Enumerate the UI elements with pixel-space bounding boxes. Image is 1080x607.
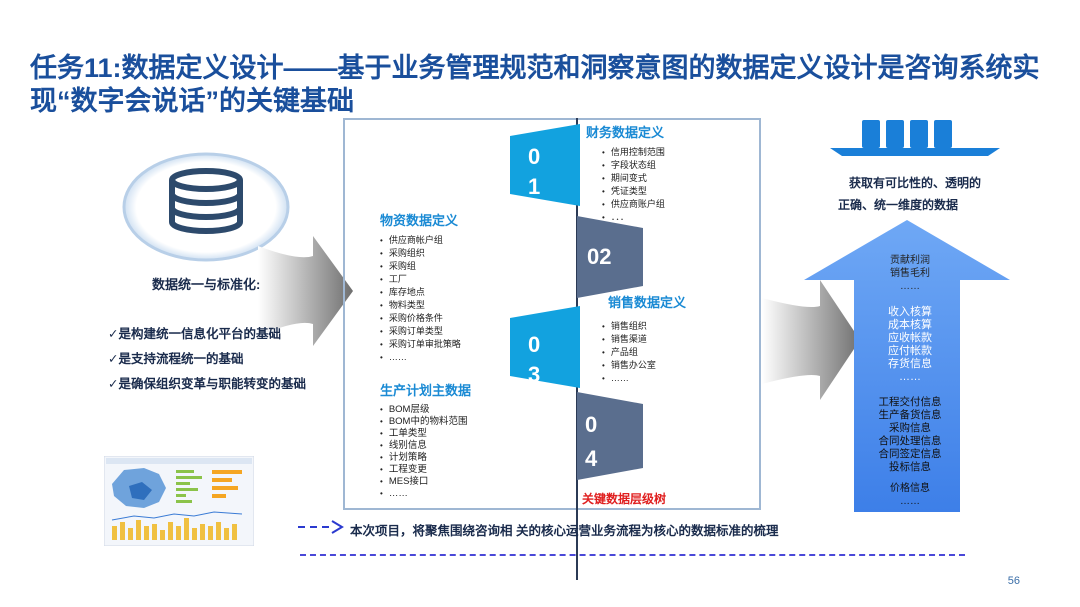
tag-04: 0 4 [577, 392, 643, 480]
list-item: 采购组 [380, 260, 461, 273]
list-item: 销售组织 [602, 320, 656, 333]
check-item: ✓是构建统一信息化平台的基础 [108, 327, 281, 341]
list-item: 线别信息 [380, 440, 467, 452]
tag-03-digit-b: 3 [528, 362, 540, 387]
list-item: 销售渠道 [602, 333, 656, 346]
server-icon [830, 120, 1000, 156]
list-item: 字段状态组 [602, 159, 665, 172]
tag-02-digits: 02 [587, 244, 611, 269]
check-item: ✓是支持流程统一的基础 [108, 352, 244, 366]
list-item: 销售办公室 [602, 359, 656, 372]
group-item: 采购信息 [889, 422, 931, 434]
list-item: 供应商帐户组 [380, 234, 461, 247]
group-item: …… [900, 496, 920, 507]
list-item: 采购价格条件 [380, 312, 461, 325]
check-list: ✓是构建统一信息化平台的基础 ✓是支持流程统一的基础 ✓是确保组织变革与职能转变… [108, 322, 306, 397]
right-group-2: 收入核算 成本核算 应收帐款 应付帐款 存货信息 …… [862, 306, 958, 384]
bottom-dashed-line [300, 554, 965, 556]
list-item: ．．． [602, 211, 665, 224]
page-title: 任务11:数据定义设计——基于业务管理规范和洞察意图的数据定义设计是咨询系统实现… [30, 53, 1040, 116]
group-item: 合同处理信息 [878, 435, 942, 447]
list-item: 供应商账户组 [602, 198, 665, 211]
list-item: 工厂 [380, 273, 461, 286]
list-item: 产品组 [602, 346, 656, 359]
group-item: 应收帐款 [888, 332, 932, 344]
tag-03-digit-a: 0 [528, 332, 540, 357]
list-item: 凭证类型 [602, 185, 665, 198]
left-arrow-icon [258, 236, 353, 346]
group-item: 生产备货信息 [878, 409, 942, 421]
list-item: BOM层级 [380, 404, 467, 416]
right-arrow-icon [762, 280, 860, 400]
sales-list: 销售组织 销售渠道 产品组 销售办公室 …… [602, 320, 656, 385]
list-item: 工程变更 [380, 464, 467, 476]
right-line-2: 正确、统一维度的数据 [837, 198, 958, 212]
list-item: BOM中的物料范围 [380, 416, 468, 428]
group-item: 销售毛利 [890, 268, 930, 279]
group-item: 成本核算 [888, 319, 932, 331]
section-title-production: 生产计划主数据 [380, 383, 472, 398]
list-item: 物料类型 [380, 299, 461, 312]
tag-04-digit-a: 0 [585, 412, 597, 437]
tag-02: 02 [577, 216, 643, 298]
group-item: 价格信息 [890, 483, 930, 494]
left-heading: 数据统一与标准化: [152, 277, 261, 292]
section-title-sales: 销售数据定义 [608, 295, 687, 310]
list-item: 信用控制范围 [602, 146, 665, 159]
list-item: 采购订单审批策略 [380, 338, 461, 351]
list-item: 库存地点 [380, 286, 461, 299]
group-item: …… [900, 281, 920, 292]
bottom-arrow-icon [298, 520, 344, 534]
production-list: BOM层级 BOM中的物料范围 工单类型 线别信息 计划策略 工程变更 MES接… [380, 404, 468, 500]
list-item: …… [602, 372, 656, 385]
up-arrow-icon [804, 220, 1010, 512]
list-item: 期间变式 [602, 172, 665, 185]
section-title-finance: 财务数据定义 [586, 125, 665, 140]
section-title-materials: 物资数据定义 [380, 213, 459, 228]
bottom-text: 本次项目，将聚焦围绕咨询相 关的核心运营业务流程为核心的数据标准的梳理 [350, 524, 779, 538]
tag-04-digit-b: 4 [585, 446, 598, 471]
page-number: 56 [1007, 575, 1020, 587]
list-item: 采购订单类型 [380, 325, 461, 338]
group-item: 贡献利润 [890, 255, 930, 266]
group-item: 收入核算 [888, 306, 932, 318]
group-item: 应付帐款 [888, 345, 932, 357]
list-item: 工单类型 [380, 428, 467, 440]
right-group-4: 价格信息 …… [862, 482, 958, 508]
group-item: 投标信息 [889, 461, 931, 473]
list-item: 计划策略 [380, 452, 467, 464]
list-item: MES接口 [380, 476, 467, 488]
group-item: 存货信息 [888, 358, 932, 370]
check-item: ✓是确保组织变革与职能转变的基础 [108, 377, 306, 391]
group-item: 合同签定信息 [878, 448, 942, 460]
group-item: 工程交付信息 [878, 396, 942, 408]
tag-03: 0 3 [510, 306, 580, 388]
group-item: …… [899, 371, 921, 383]
list-item: 采购组织 [380, 247, 461, 260]
tag-01-digit-a: 0 [528, 144, 540, 169]
center-frame [343, 118, 761, 510]
finance-list: 信用控制范围 字段状态组 期间变式 凭证类型 供应商账户组 ．．． [602, 146, 665, 224]
list-item: …… [380, 488, 467, 500]
materials-list: 供应商帐户组 采购组织 采购组 工厂 库存地点 物料类型 采购价格条件 采购订单… [380, 234, 461, 364]
tree-label: 关键数据层级树 [582, 492, 667, 506]
tag-01-digit-b: 1 [528, 174, 540, 199]
list-item: …… [380, 351, 461, 364]
dashboard-thumbnail [104, 456, 254, 546]
right-group-1: 贡献利润 销售毛利 …… [862, 254, 958, 293]
right-line-1: 获取有可比性的、透明的 [848, 176, 981, 190]
right-group-3: 工程交付信息 生产备货信息 采购信息 合同处理信息 合同签定信息 投标信息 [856, 396, 964, 474]
tag-01: 0 1 [510, 124, 580, 206]
database-icon [122, 152, 290, 262]
